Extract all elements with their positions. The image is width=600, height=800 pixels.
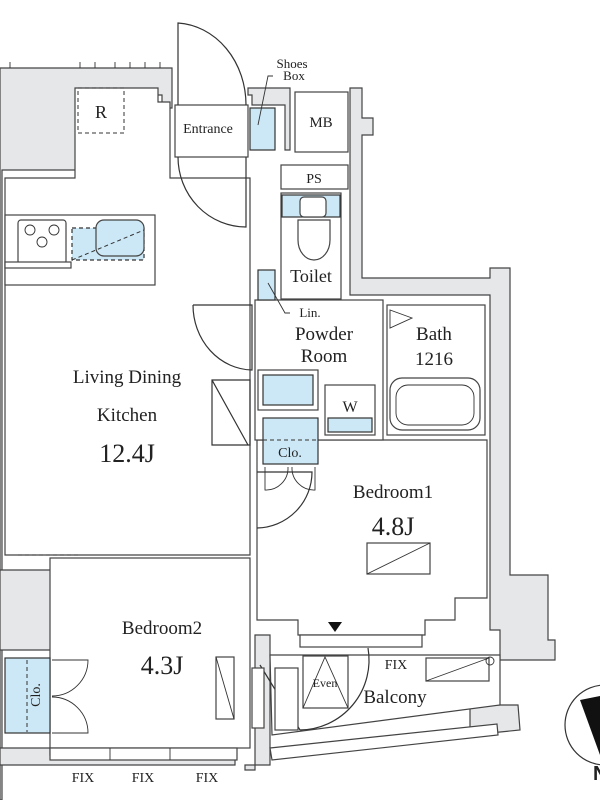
balcony-rail — [269, 723, 499, 761]
closet-2-door[interactable] — [51, 659, 89, 734]
balcony-label: Balcony — [363, 687, 427, 708]
tank-icon — [299, 196, 327, 218]
linen-shelf — [257, 269, 276, 301]
north-label: N — [593, 763, 600, 785]
toilet-label: Toilet — [290, 266, 332, 286]
evacuation-hatch — [302, 655, 349, 709]
closet-1 — [262, 417, 319, 465]
north-compass-icon — [564, 684, 600, 766]
entrance-room — [174, 104, 249, 158]
top-fence — [9, 62, 161, 68]
entrance-door[interactable] — [177, 22, 247, 106]
ldk-label-line1: Living Dining — [73, 367, 182, 388]
fix-label-3: FIX — [196, 771, 219, 786]
balcony-window — [251, 667, 265, 729]
burner-icon — [24, 224, 36, 236]
closet-1-label: Clo. — [278, 446, 302, 461]
kitchen-counter — [4, 214, 156, 286]
powder-room-label-line2: Room — [301, 346, 348, 367]
meter-box — [294, 91, 349, 153]
shoes-box — [249, 107, 276, 151]
ldk-size: 12.4J — [99, 439, 155, 468]
washer-label: W — [342, 399, 358, 416]
bath-size: 1216 — [415, 349, 453, 370]
burner-icon — [48, 224, 60, 236]
bathtub-icon — [389, 377, 481, 431]
bedroom1-label: Bedroom1 — [353, 482, 433, 503]
aircon-marker-icon — [328, 622, 342, 632]
shoes-box-label-line1: Shoes — [276, 56, 307, 71]
linen-label: Lin. — [299, 305, 320, 320]
mb-label: MB — [309, 115, 332, 131]
fix-label-2: FIX — [132, 771, 155, 786]
closet-1-door[interactable] — [264, 466, 316, 491]
fix-label-4: FIX — [385, 658, 408, 673]
powder-room-label-line1: Powder — [295, 324, 354, 345]
closet-2-label: Clo. — [29, 683, 44, 707]
ps-label: PS — [306, 172, 322, 187]
bedroom1-window — [299, 634, 423, 648]
pipe-space — [280, 164, 349, 190]
bath-label: Bath — [416, 324, 452, 345]
shoes-box-label-line2: Box — [283, 68, 305, 83]
living-dining-kitchen-room — [4, 87, 251, 556]
bedroom2-label: Bedroom2 — [122, 618, 202, 639]
ldk-label-line2: Kitchen — [97, 405, 158, 426]
refrigerator-label: R — [95, 102, 107, 122]
entrance-inner-door[interactable] — [177, 156, 247, 228]
bedroom2-window — [49, 747, 238, 761]
powder-room-door[interactable] — [192, 304, 253, 371]
hall-panel — [211, 379, 251, 446]
bedroom1-size: 4.8J — [372, 512, 415, 541]
bedroom1-door[interactable] — [256, 471, 313, 529]
fix-label-1: FIX — [72, 771, 95, 786]
entrance-label: Entrance — [183, 122, 233, 137]
bedroom2-size: 4.3J — [141, 651, 184, 680]
balcony-door[interactable] — [259, 647, 370, 731]
refrigerator-space — [77, 87, 125, 134]
evacuation-label: Even — [313, 676, 338, 690]
bedroom1-room — [256, 439, 488, 636]
toilet-icon — [297, 219, 331, 261]
burner-icon — [36, 236, 48, 248]
